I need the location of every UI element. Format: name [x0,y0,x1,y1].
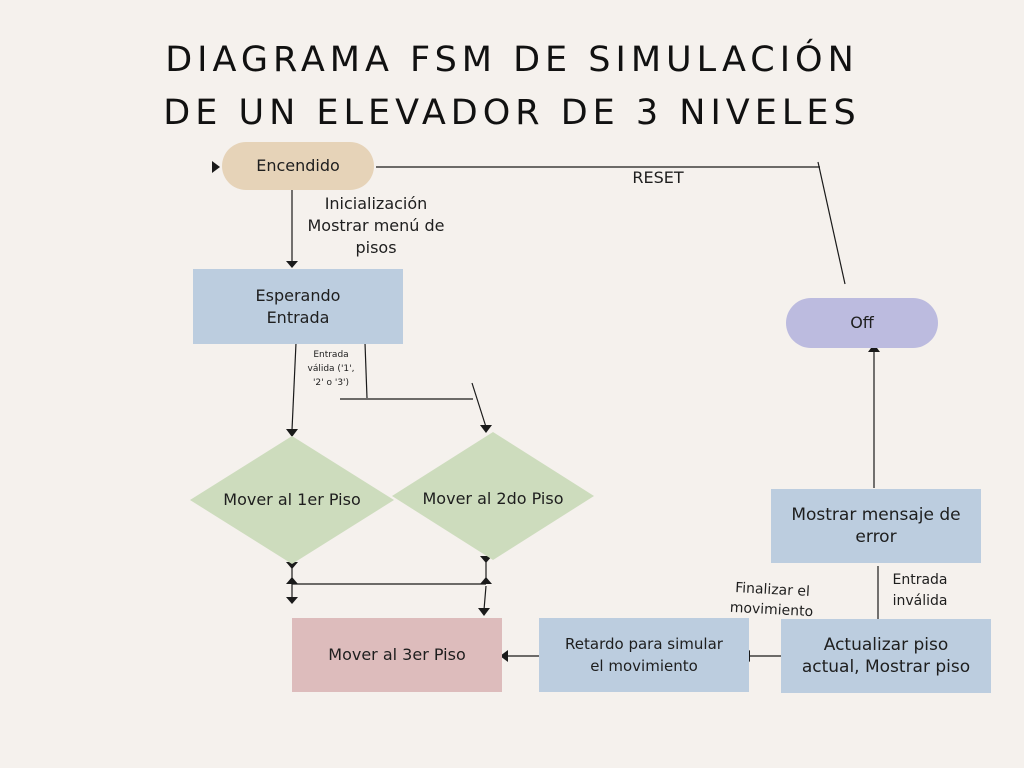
retardo-label-line1: Retardo para simular [565,635,723,653]
edge-label-finalizar: Finalizar el movimiento [711,577,833,623]
arrowhead-mover1-bottom [286,562,298,569]
arrowhead-join-up-right [480,577,492,584]
state-mover3: Mover al 3er Piso [292,618,502,692]
init-label-line1: Inicialización [324,194,428,213]
arrowhead-mover1-top [286,429,298,437]
state-mover3-label: Mover al 3er Piso [328,645,466,664]
edge-label-reset: RESET [632,168,684,187]
arrowhead-off [868,344,880,352]
init-label-line2: Mostrar menú de [307,216,445,235]
state-mostrar-error: Mostrar mensaje de error [771,489,981,563]
edge-label-entrada-invalida: Entrada inválida [884,570,956,612]
error-label-line2: error [855,527,897,547]
edge-label-inicializacion: Inicialización Mostrar menú de pisos [296,193,456,259]
arrowhead-join-down [286,597,298,604]
invalid-label-line1: Entrada [892,572,948,588]
diagram-title-line1: DIAGRAMA FSM DE SIMULACIÓN [165,40,859,80]
valid-label-line2: válida ('1', [307,364,355,374]
valid-label-line3: '2' o '3') [312,378,350,388]
edge-esperando-mover1 [291,342,297,431]
esperando-label-line1: Esperando [255,285,341,305]
state-off-label: Off [850,313,874,332]
actualizar-label-line1: Actualizar piso [823,635,949,655]
arrowhead-mover3-side [500,650,508,662]
invalid-label-line2: inválida [892,593,948,609]
retardo-label-line2: el movimiento [590,657,698,675]
state-mover2-shape [392,432,594,560]
state-off: Off [786,298,938,348]
state-mover2-label: Mover al 2do Piso [422,489,564,508]
esperando-label-line2: Entrada [266,307,330,327]
state-actualizar-piso: Actualizar piso actual, Mostrar piso [781,619,991,693]
arrowhead-esperando [286,261,298,268]
edge-reset-diagonal [817,161,846,285]
entry-arrow-icon [212,161,220,173]
edge-esperando-branch [364,342,368,399]
arrowhead-mover2-top [480,425,492,433]
state-mover1-label: Mover al 1er Piso [223,490,361,509]
arrowhead-mover3-top [478,608,490,616]
state-encendido-label: Encendido [256,156,340,175]
state-esperando-entrada: Esperando Entrada [193,269,403,344]
edge-label-entrada-valida: Entrada válida ('1', '2' o '3') [300,348,362,390]
state-encendido: Encendido [222,142,374,190]
state-retardo: Retardo para simular el movimiento [539,618,749,692]
arrowhead-join-up-left [286,577,298,584]
edge-branch-mover2 [471,382,487,428]
edge-join-mover3 [483,585,487,611]
actualizar-label-line2: actual, Mostrar piso [801,657,971,677]
init-label-line3: pisos [355,238,397,257]
arrowhead-mover2-bottom [480,556,492,563]
error-label-line1: Mostrar mensaje de [791,505,961,525]
valid-label-line1: Entrada [313,350,349,360]
state-mover1-shape [190,436,394,564]
diagram-title-line2: DE UN ELEVADOR DE 3 NIVELES [163,93,861,133]
